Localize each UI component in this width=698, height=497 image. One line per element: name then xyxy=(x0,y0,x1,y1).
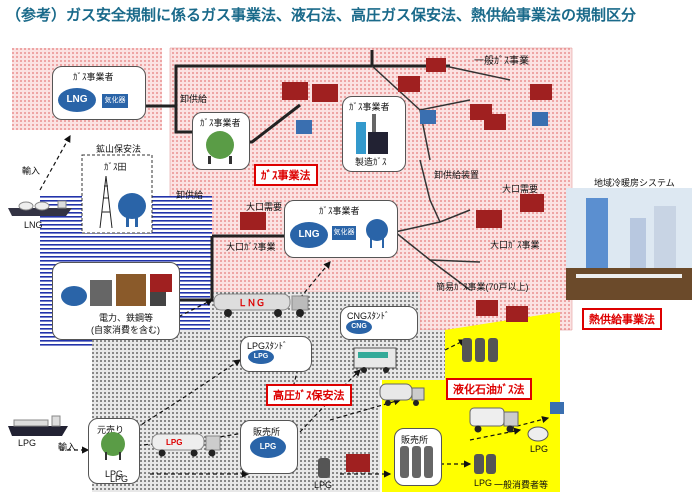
lpg-delivery-truck-icon xyxy=(379,383,425,406)
lng-tank-center-icon: LNG xyxy=(290,222,328,248)
large-gas-business-label-1: 大口ｶﾞｽ事業 xyxy=(226,242,276,252)
manufactured-gas-label: 製造ｶﾞｽ xyxy=(355,157,387,167)
lng-tank-icon: LNG xyxy=(58,88,96,112)
dealer-lpg-label: LPG xyxy=(259,442,277,451)
building-icon xyxy=(532,112,548,126)
house-icon xyxy=(520,194,544,212)
house-icon xyxy=(530,84,552,100)
lng-truck-label: ＬＮＧ xyxy=(238,298,265,308)
spherical-gas-tank-icon xyxy=(206,131,234,164)
lpg-law-label: 液化石油ｶﾞｽ法 xyxy=(446,378,532,400)
vaporizer-center-label: 気化器 xyxy=(333,229,355,236)
self-consumption-label: (自家消費を含む) xyxy=(91,325,160,335)
lpg-bottom-left-label: LPG xyxy=(110,474,129,484)
bulk-supply-label: 卸供給装置 xyxy=(434,170,480,180)
gas-company-mid-label: ｶﾞｽ事業者 xyxy=(200,118,241,128)
general-gas-label: 一般ｶﾞｽ事業 xyxy=(474,56,529,67)
lpg-ship-label: LPG xyxy=(18,438,37,448)
lpg-yellow-tank-icon xyxy=(527,426,549,442)
simple-gas-label: 簡易ｶﾞｽ事業(70戸以上) xyxy=(436,282,529,292)
house-icon xyxy=(476,210,502,228)
wholesaler-box: 元売り LPG xyxy=(88,418,140,484)
cng-label: CNG xyxy=(351,323,367,330)
lpg-cylinder-pair-icon xyxy=(474,454,496,474)
lpg-small-label: LPG xyxy=(314,480,333,490)
lng-label: LNG xyxy=(66,94,88,105)
lng-ship-icon xyxy=(8,200,72,216)
house-icon xyxy=(150,274,172,292)
lng-truck-icon: ＬＮＧ xyxy=(213,293,309,317)
lpg-stand-label: LPGｽﾀﾝﾄﾞ xyxy=(247,341,288,351)
page-title: （参考）ガス安全規制に係るガス事業法、液石法、高圧ガス保安法、熱供給事業法の規制… xyxy=(6,7,637,24)
lpg-import-label: 輸入 xyxy=(58,442,77,452)
district-heating-image xyxy=(566,188,692,300)
heat-supply-law-label: 熱供給事業法 xyxy=(582,308,662,330)
house-icon xyxy=(346,454,370,472)
wholesale-supply-label-2: 卸供給 xyxy=(176,190,204,200)
lpg-stand-tank-label: LPG xyxy=(253,353,269,360)
lpg-tank-label: LPG xyxy=(105,469,124,479)
general-consumer-label: 一般消費者等 xyxy=(494,480,549,490)
dealer-label: 販売所 xyxy=(253,427,281,437)
dealer-lpg-tank-icon: LPG xyxy=(250,436,286,458)
house-icon xyxy=(506,306,528,322)
vaporizer-label: 気化器 xyxy=(104,97,126,104)
gas-field-label: ｶﾞｽ田 xyxy=(104,162,127,172)
dealer-cylinders-icon xyxy=(400,446,433,478)
gas-company-right-label: ｶﾞｽ事業者 xyxy=(349,102,390,112)
lng-ship-label: LNG xyxy=(24,220,43,230)
lpg-small-cylinder-icon xyxy=(318,458,330,478)
cng-tank-icon: CNG xyxy=(346,320,372,334)
gas-field-box xyxy=(81,154,153,234)
district-heating-label: 地域冷暖房システム xyxy=(594,178,675,188)
large-consumer-label-1: 大口需要 xyxy=(246,202,283,212)
dealer-yellow-label: 販売所 xyxy=(401,435,429,445)
house-icon xyxy=(398,76,420,92)
lpg-spherical-tank-icon xyxy=(101,432,125,460)
high-pressure-law-label: 高圧ｶﾞｽ保安法 xyxy=(266,384,352,406)
house-icon xyxy=(282,82,308,100)
cng-bus-icon xyxy=(353,347,397,373)
lpg-cylinders-icon xyxy=(462,338,498,362)
cng-stand-label: CNGｽﾀﾝﾄﾞ xyxy=(347,311,390,321)
lpg-tanker-truck-icon: LPG xyxy=(151,433,221,457)
vaporizer-center-icon: 気化器 xyxy=(332,226,356,240)
gas-company-box-mid: ｶﾞｽ事業者 xyxy=(192,112,250,170)
power-steel-label: 電力、鉄鋼等 xyxy=(99,313,154,323)
lpg-yellow-right-label: LPG xyxy=(530,444,549,454)
wholesale-supply-label-1: 卸供給 xyxy=(180,94,208,104)
house-icon xyxy=(476,300,498,316)
large-gas-business-label-2: 大口ｶﾞｽ事業 xyxy=(490,240,540,250)
mine-safety-label: 鉱山保安法 xyxy=(96,144,142,154)
lpg-truck-label: LPG xyxy=(166,438,182,447)
gas-company-label: ｶﾞｽ事業者 xyxy=(73,72,114,82)
vaporizer-icon: 気化器 xyxy=(102,94,128,108)
gas-business-law-label: ｶﾞｽ事業法 xyxy=(254,164,318,186)
lpg-stand-tank-icon: LPG xyxy=(248,350,274,364)
spherical-tank-blue-icon xyxy=(366,219,388,248)
gas-rig-icon xyxy=(99,175,146,229)
house-icon xyxy=(240,212,266,230)
house-icon xyxy=(484,114,506,130)
house-icon xyxy=(426,58,446,72)
gas-company-center-label: ｶﾞｽ事業者 xyxy=(319,206,360,216)
large-consumer-label-2: 大口需要 xyxy=(502,184,539,194)
building-icon xyxy=(296,120,312,134)
gas-plant-icon xyxy=(356,114,388,154)
lpg-ship-icon xyxy=(8,415,68,436)
lpg-cyl-label: LPG xyxy=(474,478,493,488)
lpg-yellow-truck-icon xyxy=(469,407,519,433)
building-icon xyxy=(420,110,436,124)
building-icon xyxy=(550,402,564,414)
lng-center-label: LNG xyxy=(298,229,320,240)
house-icon xyxy=(312,84,338,102)
wholesaler-label: 元売り xyxy=(97,425,125,435)
import-label: 輸入 xyxy=(22,166,41,176)
